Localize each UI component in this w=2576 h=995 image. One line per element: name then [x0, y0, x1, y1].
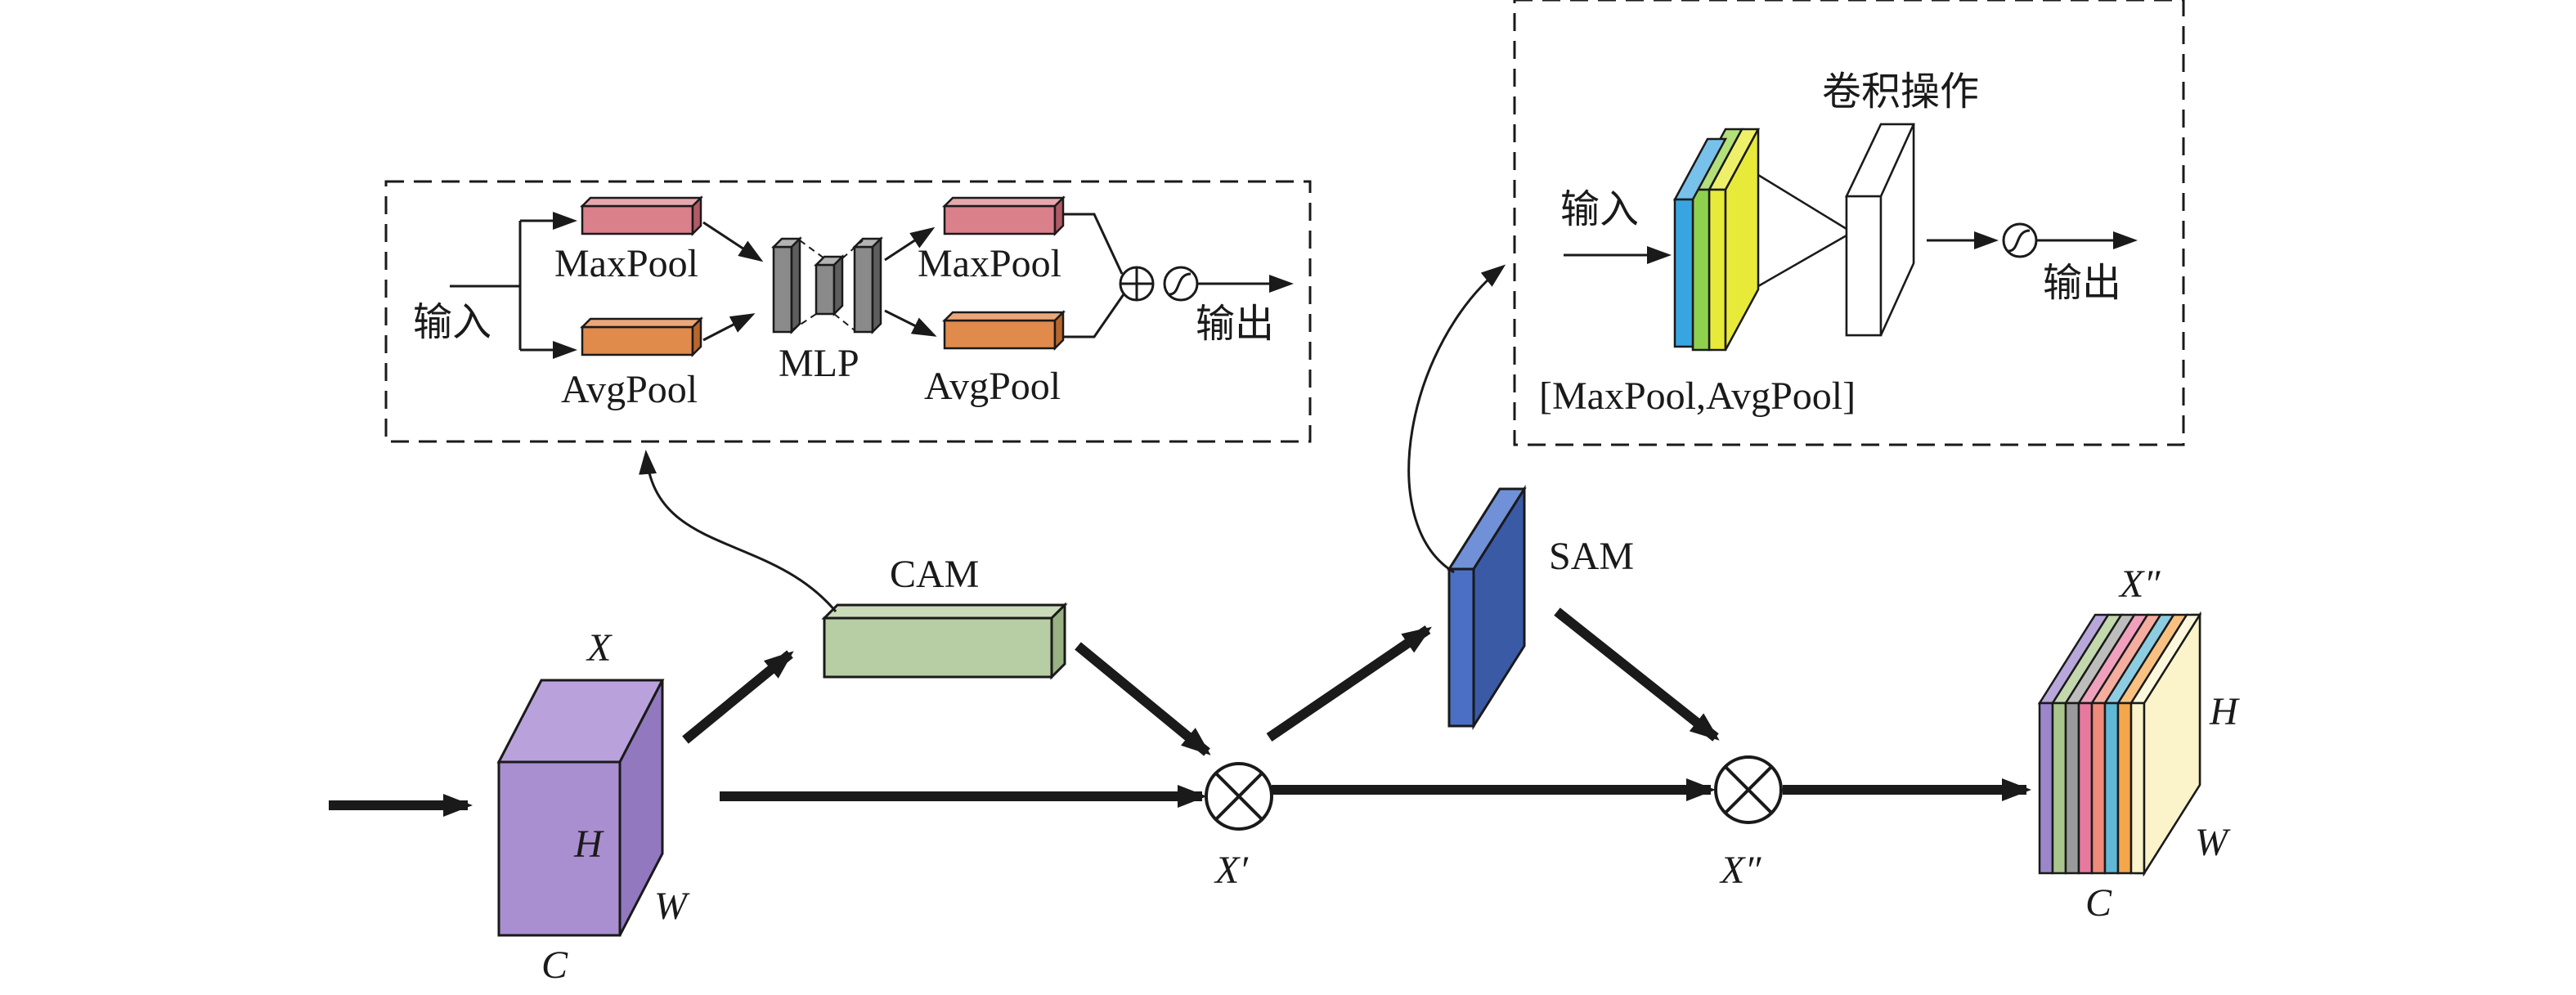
cam-detail-border — [384, 180, 1312, 443]
sigmoid-icon — [2002, 222, 2038, 258]
cam-input-branch — [450, 212, 577, 359]
arrow-tensor-cam — [682, 650, 794, 744]
cam-maxpool2-label: MaxPool — [918, 242, 1061, 285]
cam-block — [821, 602, 1068, 680]
plus-circle-icon — [1119, 266, 1155, 302]
sam-detail-border — [1513, 0, 2185, 446]
output-tensor-stack — [2037, 611, 2202, 877]
multiply-circle-icon — [1205, 762, 1273, 831]
output-tensor-slices — [2037, 613, 2202, 875]
cam-avgpool-label: AvgPool — [561, 368, 698, 411]
x-prime-label: X′ — [1214, 849, 1249, 892]
arrow-multiply-sam — [1266, 625, 1432, 742]
cam-avgpool2-label: AvgPool — [924, 365, 1061, 408]
curve-sam-detail — [1407, 264, 1506, 574]
sam-conv-label: 卷积操作 — [1822, 70, 1979, 114]
input-tensor-top-label: X — [586, 626, 613, 670]
output-tensor-channel-label: C — [2085, 881, 2112, 925]
sam-block — [1447, 484, 1527, 731]
cam-output-label: 输出 — [1196, 303, 1274, 346]
sam-pool-stack — [1672, 128, 1761, 352]
cam-mlp — [770, 235, 884, 335]
sigmoid-icon — [1163, 266, 1199, 302]
sam-output-label: 输出 — [2043, 262, 2121, 305]
output-tensor-height-label: H — [2209, 690, 2240, 733]
sam-input-label: 输入 — [1560, 188, 1639, 231]
cam-avgpool2-bar — [941, 309, 1066, 352]
cam-input-label: 输入 — [413, 301, 491, 344]
output-tensor-width-label: W — [2195, 821, 2231, 864]
cam-maxpool2-bar — [941, 195, 1066, 237]
cam-arrow-avgpool-mlp — [702, 313, 756, 342]
cam-maxpool-label: MaxPool — [554, 242, 698, 285]
sam-detail-panel: 卷积操作 输入 — [1513, 0, 2185, 446]
sam-pool-label: [MaxPool,AvgPool] — [1539, 374, 1856, 418]
arrow-cam-multiply — [1075, 642, 1211, 756]
cam-line-maxpool2-plus — [1063, 213, 1124, 275]
curve-cam-detail — [639, 450, 837, 612]
cam-arrow-maxpool-mlp — [702, 221, 764, 262]
cam-arrow-mlp-avgpool2 — [884, 309, 937, 337]
cam-line-avgpool2-plus — [1063, 294, 1125, 338]
input-tensor-cube — [496, 679, 665, 937]
input-tensor-channel-label: C — [541, 943, 568, 987]
cam-detail-panel: 输入 MaxPool AvgPool — [384, 180, 1312, 443]
cam-avgpool-bar — [579, 316, 704, 358]
x-double-prime-label: X″ — [1719, 849, 1761, 892]
output-tensor-top-label: X″ — [2118, 562, 2161, 606]
input-tensor-height-label: H — [573, 822, 604, 866]
sam-label: SAM — [1549, 535, 1634, 578]
sam-conv-lines — [1757, 173, 1847, 288]
arrow-sam-multiply — [1554, 607, 1720, 742]
cam-label: CAM — [890, 553, 979, 596]
cam-arrow-mlp-maxpool2 — [884, 226, 936, 262]
cam-mlp-label: MLP — [779, 342, 859, 385]
cam-maxpool-bar — [579, 195, 704, 237]
multiply-circle-icon — [1714, 755, 1783, 824]
sam-conv-plate — [1845, 123, 1915, 337]
input-tensor-width-label: W — [654, 885, 690, 928]
